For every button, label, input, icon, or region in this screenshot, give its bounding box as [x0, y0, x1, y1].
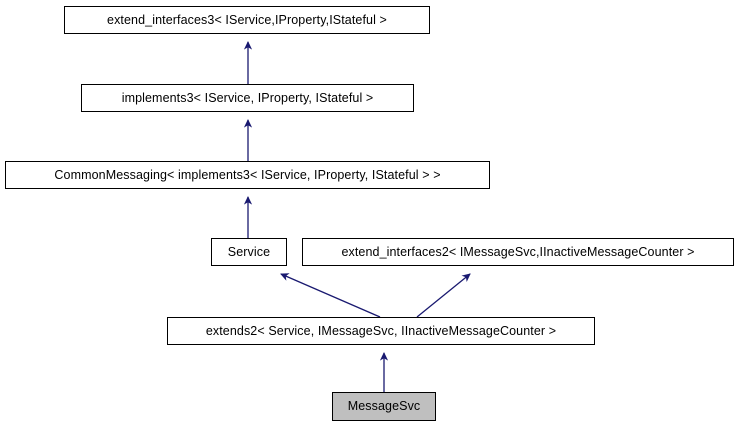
- node-implements3[interactable]: implements3< IService, IProperty, IState…: [81, 84, 414, 112]
- node-label: extends2< Service, IMessageSvc, IInactiv…: [205, 323, 557, 338]
- edge-extends2-to-extend_interfaces2: [416, 273, 471, 318]
- node-message-svc[interactable]: MessageSvc: [332, 392, 436, 421]
- node-label: extend_interfaces3< IService,IProperty,I…: [107, 12, 387, 27]
- node-extend-interfaces2[interactable]: extend_interfaces2< IMessageSvc,IInactiv…: [302, 238, 734, 266]
- node-label: Service: [227, 244, 271, 259]
- node-common-messaging[interactable]: CommonMessaging< implements3< IService, …: [5, 161, 490, 189]
- node-label: implements3< IService, IProperty, IState…: [121, 90, 374, 105]
- edge-extends2-to-service: [280, 273, 381, 318]
- node-extend-interfaces3[interactable]: extend_interfaces3< IService,IProperty,I…: [64, 6, 430, 34]
- node-label: extend_interfaces2< IMessageSvc,IInactiv…: [341, 244, 695, 259]
- node-label: MessageSvc: [347, 399, 421, 414]
- node-extends2[interactable]: extends2< Service, IMessageSvc, IInactiv…: [167, 317, 595, 345]
- node-label: CommonMessaging< implements3< IService, …: [54, 167, 441, 182]
- node-service[interactable]: Service: [211, 238, 287, 266]
